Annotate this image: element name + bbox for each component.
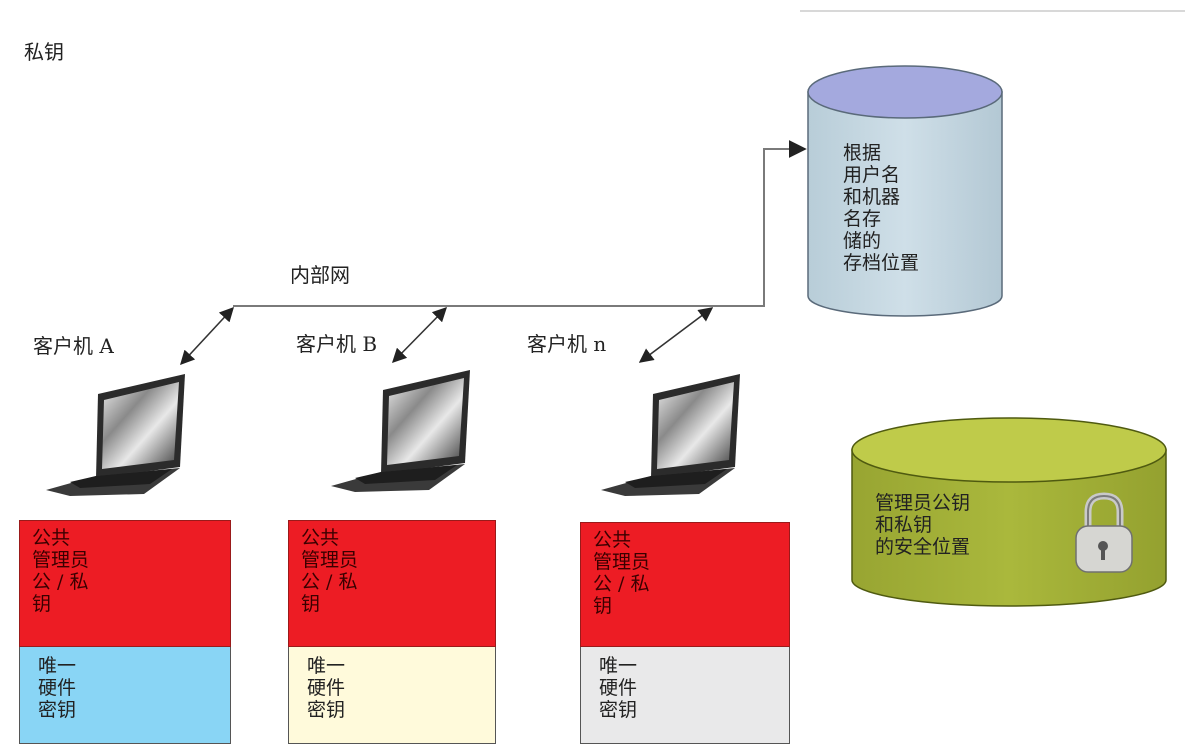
admin-key-box: 公共 管理员 公 / 私 钥 — [19, 520, 231, 647]
connector-client-b — [391, 306, 448, 364]
secure-store-label: 管理员公钥 和私钥 的安全位置 — [875, 492, 971, 558]
network-backbone — [233, 140, 807, 307]
padlock-icon — [1075, 492, 1133, 573]
admin-key-box: 公共 管理员 公 / 私 钥 — [580, 522, 790, 647]
archive-database-icon — [807, 65, 1003, 317]
client-label-n: 客户机 n — [527, 332, 607, 356]
hardware-key-box: 唯一 硬件 密钥 — [288, 647, 496, 744]
top-divider — [800, 10, 1185, 12]
admin-key-box: 公共 管理员 公 / 私 钥 — [288, 520, 496, 647]
archive-db-label: 根据 用户名 和机器 名存 储的 存档位置 — [843, 142, 920, 274]
connector-client-a — [180, 306, 234, 366]
page-title: 私钥 — [24, 40, 64, 64]
laptop-icon — [46, 374, 185, 496]
hardware-key-box: 唯一 硬件 密钥 — [580, 647, 790, 744]
connector-client-n — [638, 307, 714, 363]
laptop-icon — [331, 370, 470, 492]
network-label: 内部网 — [290, 263, 350, 287]
client-label-a: 客户机 A — [33, 334, 114, 358]
laptop-icon — [601, 374, 740, 496]
hardware-key-box: 唯一 硬件 密钥 — [19, 647, 231, 744]
client-label-b: 客户机 B — [296, 332, 378, 356]
